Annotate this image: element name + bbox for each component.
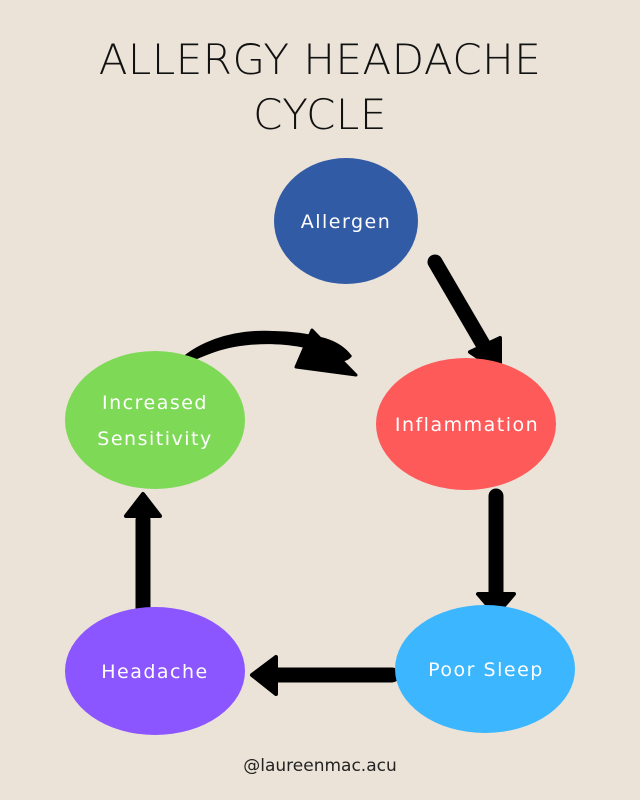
- footer-handle: @laureenmac.acu: [243, 756, 397, 776]
- node-headache-ellipse: [65, 607, 245, 735]
- arrow-inflammation-to-poor-sleep: [476, 488, 516, 617]
- node-inflammation: Inflammation: [376, 358, 556, 490]
- arrow-headache-to-increased-sensitivity: [124, 492, 162, 620]
- title-line-2: CYCLE: [253, 90, 387, 139]
- node-inflammation-label: Inflammation: [395, 414, 539, 436]
- node-poor-sleep-ellipse: [395, 605, 575, 733]
- node-headache-label: Headache: [101, 661, 209, 683]
- title-line-1: ALLERGY HEADACHE: [98, 35, 542, 84]
- node-increased-sensitivity-label-2: Sensitivity: [97, 428, 212, 450]
- node-increased-sensitivity: Increased Sensitivity: [65, 351, 245, 489]
- node-allergen-label: Allergen: [301, 211, 392, 233]
- node-headache: Headache: [65, 607, 245, 735]
- arrow-poor-sleep-to-headache: [250, 655, 400, 696]
- node-allergen-ellipse: [274, 158, 418, 284]
- node-allergen: Allergen: [274, 158, 418, 284]
- node-increased-sensitivity-label-1: Increased: [102, 392, 208, 414]
- node-increased-sensitivity-ellipse: [65, 351, 245, 489]
- arrow-allergen-to-inflammation: [427, 254, 502, 374]
- node-inflammation-ellipse: [376, 358, 556, 490]
- node-poor-sleep: Poor Sleep: [395, 605, 575, 733]
- node-poor-sleep-label: Poor Sleep: [428, 659, 544, 681]
